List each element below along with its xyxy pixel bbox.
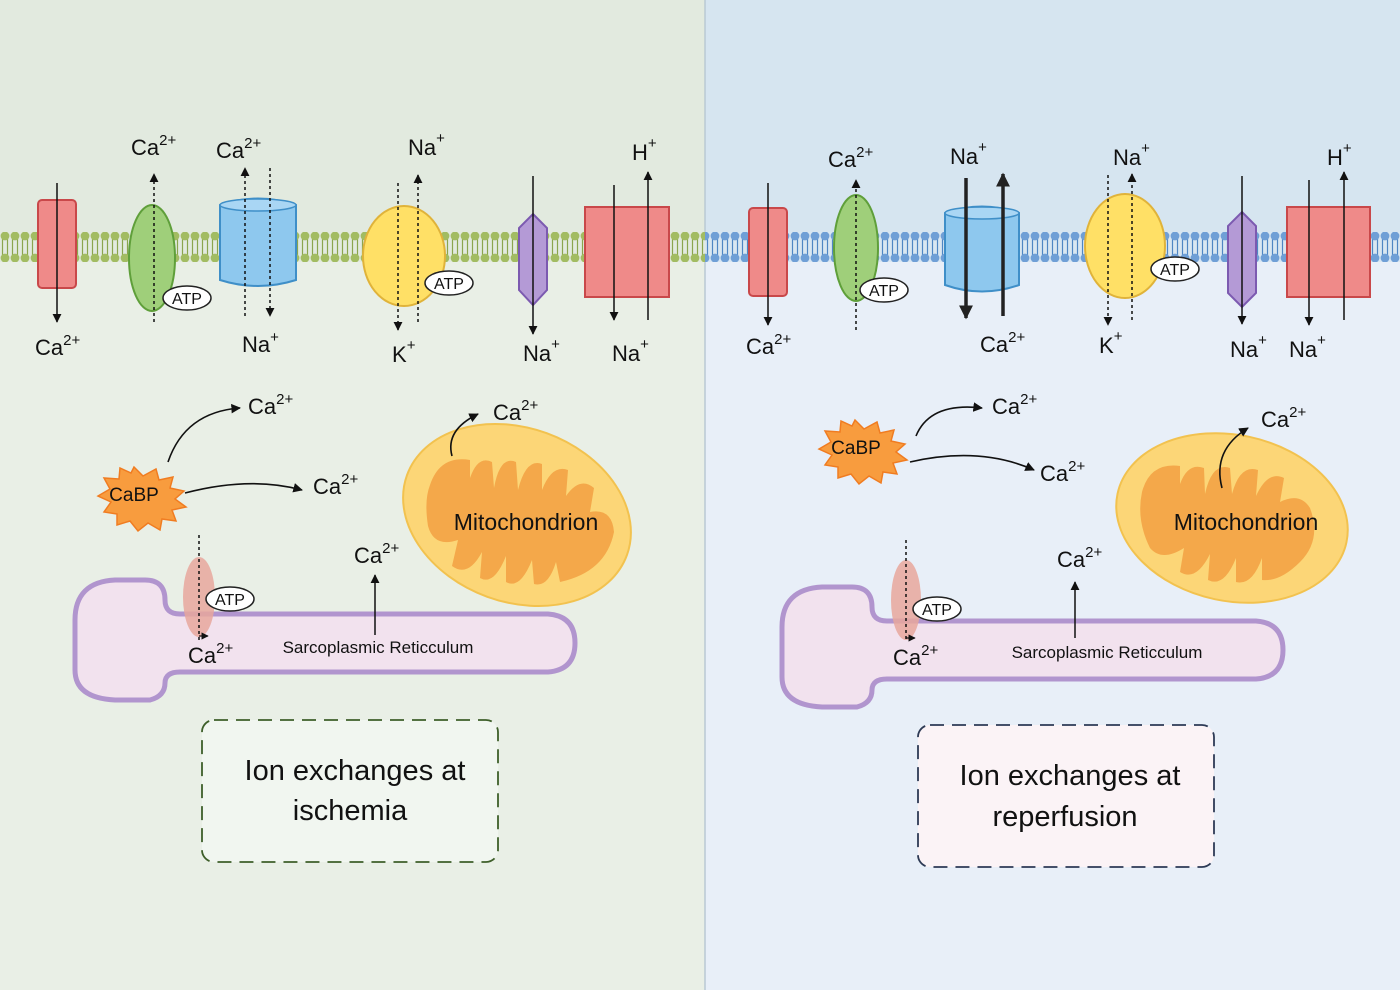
reperfusion-sarcoplasmic-reticulum: Sarcoplasmic Reticculum xyxy=(779,584,1286,710)
atp-icon xyxy=(1150,256,1200,282)
ischemia-ion-sr: Ca2+ xyxy=(354,540,399,568)
svg-text:Sarcoplasmic Reticculum: Sarcoplasmic Reticculum xyxy=(1012,643,1203,662)
ischemia-sodium-channel xyxy=(518,176,548,335)
svg-text:ATP: ATP xyxy=(869,283,899,300)
reperfusion-ion-sr-pump: Ca2+ xyxy=(893,642,938,670)
svg-text:Mitochondrion: Mitochondrion xyxy=(454,509,598,535)
ischemia-calcium-atpase: ATP xyxy=(128,173,212,322)
reperfusion-ion-ch3-bottom: Ca2+ xyxy=(980,329,1025,357)
reperfusion-cabp: CaBP xyxy=(817,418,909,486)
reperfusion-ion-ch6-bottom: Na+ xyxy=(1289,332,1326,362)
svg-text:Mitochondrion: Mitochondrion xyxy=(1174,509,1318,535)
reperfusion-membrane xyxy=(705,232,1400,262)
reperfusion-calcium-channel xyxy=(748,183,788,326)
ischemia-ion-ch4-bottom: K+ xyxy=(392,337,416,367)
reperfusion-caption-line1: Ion exchanges at xyxy=(960,760,1181,792)
atp-icon xyxy=(205,586,255,612)
ischemia-caption-box: Ion exchanges at ischemia xyxy=(201,719,499,863)
ischemia-sodium-calcium-exchanger xyxy=(219,167,297,317)
reperfusion-mito-arrow xyxy=(1219,427,1249,489)
ischemia-ion-ch5-bottom: Na+ xyxy=(523,336,560,366)
atp-icon xyxy=(912,596,962,622)
ischemia-calcium-channel xyxy=(37,183,77,323)
reperfusion-cabp-arrow-2 xyxy=(909,454,1035,471)
ischemia-cabp-arrow-1 xyxy=(167,403,241,463)
reperfusion-serca-pump: ATP xyxy=(891,540,962,642)
cabp-starburst-icon xyxy=(96,465,188,533)
ischemia-mitochondrion: Mitochondrion xyxy=(402,422,632,608)
reperfusion-ion-mito: Ca2+ xyxy=(1261,404,1306,432)
ischemia-ion-cabp-1: Ca2+ xyxy=(248,391,293,419)
svg-text:ATP: ATP xyxy=(434,276,464,293)
reperfusion-sodium-calcium-exchanger xyxy=(944,172,1020,320)
reperfusion-calcium-atpase: ATP xyxy=(833,179,909,330)
reperfusion-ion-ch1-bottom: Ca2+ xyxy=(746,331,791,359)
ischemia-ion-ch2-top: Ca2+ xyxy=(131,132,176,160)
ischemia-ion-ch3-bottom: Na+ xyxy=(242,329,279,357)
reperfusion-sodium-channel xyxy=(1227,176,1257,325)
svg-text:Sarcoplasmic Reticculum: Sarcoplasmic Reticculum xyxy=(283,638,474,657)
reperfusion-ion-ch6-top: H+ xyxy=(1327,140,1352,170)
reperfusion-sodium-potassium-atpase: ATP xyxy=(1084,173,1200,326)
ischemia-caption-line1: Ion exchanges at xyxy=(245,755,466,787)
ischemia-ion-sr-pump: Ca2+ xyxy=(188,640,233,668)
reperfusion-ion-ch5-bottom: Na+ xyxy=(1230,332,1267,362)
reperfusion-ion-ch2-top: Ca2+ xyxy=(828,144,873,172)
svg-text:CaBP: CaBP xyxy=(831,438,881,459)
svg-text:ATP: ATP xyxy=(172,291,202,308)
ischemia-ion-ch6-bottom: Na+ xyxy=(612,336,649,366)
ischemia-cabp: CaBP xyxy=(96,465,188,533)
reperfusion-caption-box: Ion exchanges at reperfusion xyxy=(917,724,1215,868)
ischemia-ion-ch6-top: H+ xyxy=(632,135,657,165)
ischemia-ion-ch3-top: Ca2+ xyxy=(216,135,261,163)
ischemia-sarcoplasmic-reticulum: Sarcoplasmic Reticculum xyxy=(72,577,578,703)
reperfusion-sodium-hydrogen-exchanger xyxy=(1286,171,1371,326)
reperfusion-extracellular-bg xyxy=(705,0,1400,232)
ischemia-sodium-potassium-atpase: ATP xyxy=(362,174,474,331)
atp-icon xyxy=(859,277,909,303)
ischemia-serca-pump: ATP xyxy=(183,535,255,640)
reperfusion-caption-line2: reperfusion xyxy=(992,801,1137,833)
ischemia-ion-ch4-top: Na+ xyxy=(408,130,445,160)
ischemia-extracellular-bg xyxy=(0,0,705,232)
svg-text:ATP: ATP xyxy=(922,602,952,619)
atp-icon xyxy=(162,285,212,311)
svg-text:ATP: ATP xyxy=(1160,262,1190,279)
reperfusion-ion-cabp-1: Ca2+ xyxy=(992,391,1037,419)
reperfusion-ion-sr: Ca2+ xyxy=(1057,544,1102,572)
ischemia-ion-cabp-2: Ca2+ xyxy=(313,471,358,499)
reperfusion-ion-ch4-bottom: K+ xyxy=(1099,328,1123,358)
reperfusion-ion-ch3-top: Na+ xyxy=(950,139,987,169)
ischemia-ion-mito: Ca2+ xyxy=(493,397,538,425)
ischemia-sodium-hydrogen-exchanger xyxy=(584,171,670,321)
atp-icon xyxy=(424,270,474,296)
reperfusion-cabp-arrow-1 xyxy=(915,402,983,437)
reperfusion-ion-cabp-2: Ca2+ xyxy=(1040,458,1085,486)
reperfusion-ion-ch4-top: Na+ xyxy=(1113,140,1150,170)
svg-text:ATP: ATP xyxy=(215,592,245,609)
ischemia-ion-ch1-bottom: Ca2+ xyxy=(35,332,80,360)
reperfusion-mitochondrion: Mitochondrion xyxy=(1115,432,1349,604)
cabp-starburst-icon xyxy=(817,418,909,486)
ischemia-caption-line2: ischemia xyxy=(293,795,408,827)
ischemia-mito-arrow xyxy=(450,413,479,457)
ischemia-cabp-arrow-2 xyxy=(184,482,303,494)
svg-text:CaBP: CaBP xyxy=(109,485,159,506)
